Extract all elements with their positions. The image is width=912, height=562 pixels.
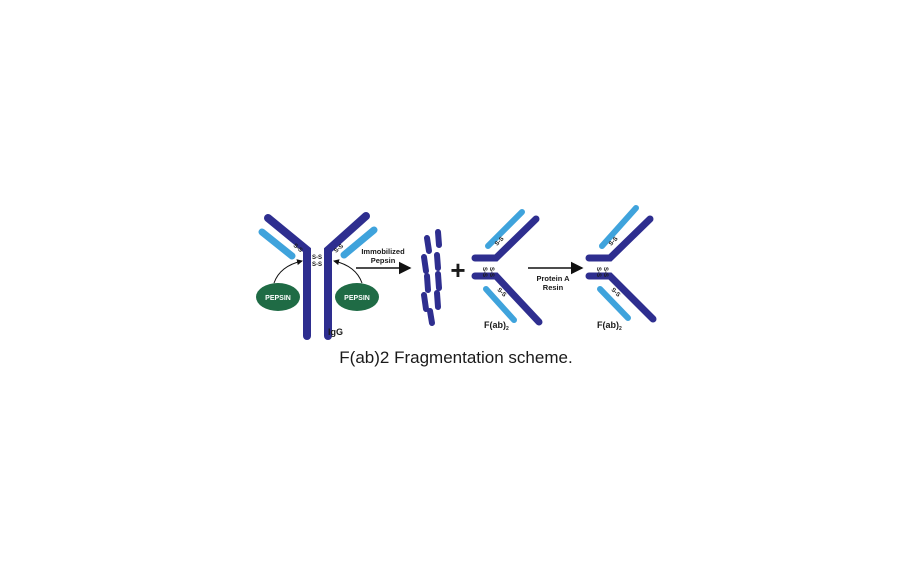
igg-light-chain-left <box>258 228 296 260</box>
fab2-right-heavy-lower <box>585 272 657 323</box>
fc-piece <box>435 271 442 291</box>
fc-piece <box>435 229 442 248</box>
igg-light-chain-right <box>340 226 378 259</box>
fab2-left <box>471 209 543 326</box>
pepsin-left-arrow <box>273 259 303 284</box>
pepsin-left: PEPSIN <box>256 283 300 311</box>
fab2-right-heavy-upper <box>585 215 654 262</box>
fab2-left-light-upper <box>485 209 525 249</box>
igg-heavy-chain-left <box>264 214 311 340</box>
fab2-right-ss-lower: S-S <box>610 287 621 298</box>
fab2-right-disulfides: S-S S-S S-S S-S <box>595 236 621 298</box>
fab2-right <box>585 205 657 323</box>
fc-piece <box>421 254 429 274</box>
fab2-left-label-main: F(ab) <box>484 320 506 330</box>
step2-label-line2: Resin <box>543 283 564 292</box>
fc-piece <box>421 292 429 312</box>
pepsin-right: PEPSIN <box>335 283 379 311</box>
igg-ss-left: S-S <box>292 243 304 254</box>
pepsin-right-label: PEPSIN <box>344 295 370 302</box>
igg-heavy-chain-right <box>324 212 370 340</box>
fc-fragments <box>421 229 442 326</box>
fab2-right-ss-upper: S-S <box>608 236 619 247</box>
pepsin-left-label: PEPSIN <box>265 295 291 302</box>
igg-ss-hinge-1: S-S <box>312 255 322 261</box>
fab2-left-ss-hinge-1: S-S <box>481 267 487 277</box>
step1-arrow-group: Immobilized Pepsin <box>356 247 412 275</box>
figure-caption: F(ab)2 Fragmentation scheme. <box>339 348 573 367</box>
fab2-right-label: F(ab)2 <box>597 320 622 332</box>
step2-label-line1: Protein A <box>536 274 570 283</box>
step1-label-line1: Immobilized <box>361 247 405 256</box>
fc-piece <box>424 273 431 293</box>
fab2-right-ss-hinge-2: S-S <box>602 267 608 277</box>
igg-disulfide-bonds: S-S S-S S-S S-S <box>292 243 345 268</box>
fc-piece <box>424 235 432 254</box>
pepsin-right-arrow <box>333 259 363 284</box>
fab2-left-heavy-upper <box>471 215 540 262</box>
fab2-right-ss-hinge-1: S-S <box>595 267 601 277</box>
fab2-left-disulfides: S-S S-S S-S S-S <box>481 236 507 298</box>
igg-ss-right: S-S <box>333 243 345 254</box>
fc-piece <box>434 252 441 271</box>
igg-label: IgG <box>328 327 343 337</box>
plus-sign: + <box>450 255 465 285</box>
igg-ss-hinge-2: S-S <box>312 262 322 268</box>
fab2-right-light-upper <box>599 205 639 249</box>
step1-label-line2: Pepsin <box>371 256 396 265</box>
fab2-right-label-sub: 2 <box>619 326 622 332</box>
fab2-left-ss-hinge-2: S-S <box>488 267 494 277</box>
fab2-left-heavy-lower <box>471 272 543 326</box>
step2-arrow-group: Protein A Resin <box>528 261 584 292</box>
fab2-left-ss-lower: S-S <box>496 287 507 298</box>
fab2-left-label-sub: 2 <box>506 326 509 332</box>
fab2-left-ss-upper: S-S <box>494 236 505 247</box>
fab2-right-light-lower <box>597 286 631 321</box>
fc-piece <box>427 308 435 326</box>
fab2-left-label: F(ab)2 <box>484 320 509 332</box>
fab2-left-light-lower <box>483 286 517 323</box>
igg-antibody <box>258 212 378 340</box>
fc-piece <box>434 290 441 310</box>
fab2-right-label-main: F(ab) <box>597 320 619 330</box>
